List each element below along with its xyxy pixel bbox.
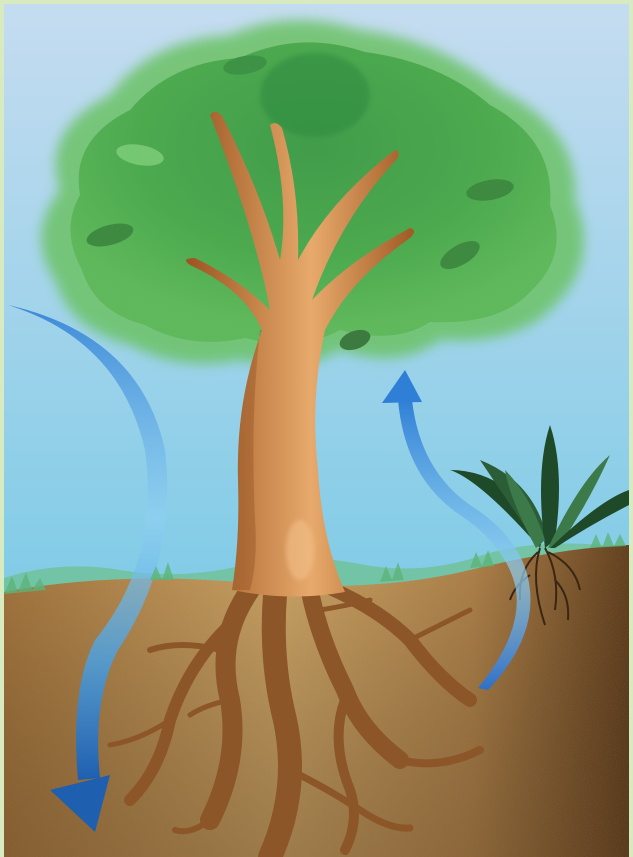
- tree-water-diagram: [0, 0, 633, 857]
- diagram-canvas: [0, 0, 633, 857]
